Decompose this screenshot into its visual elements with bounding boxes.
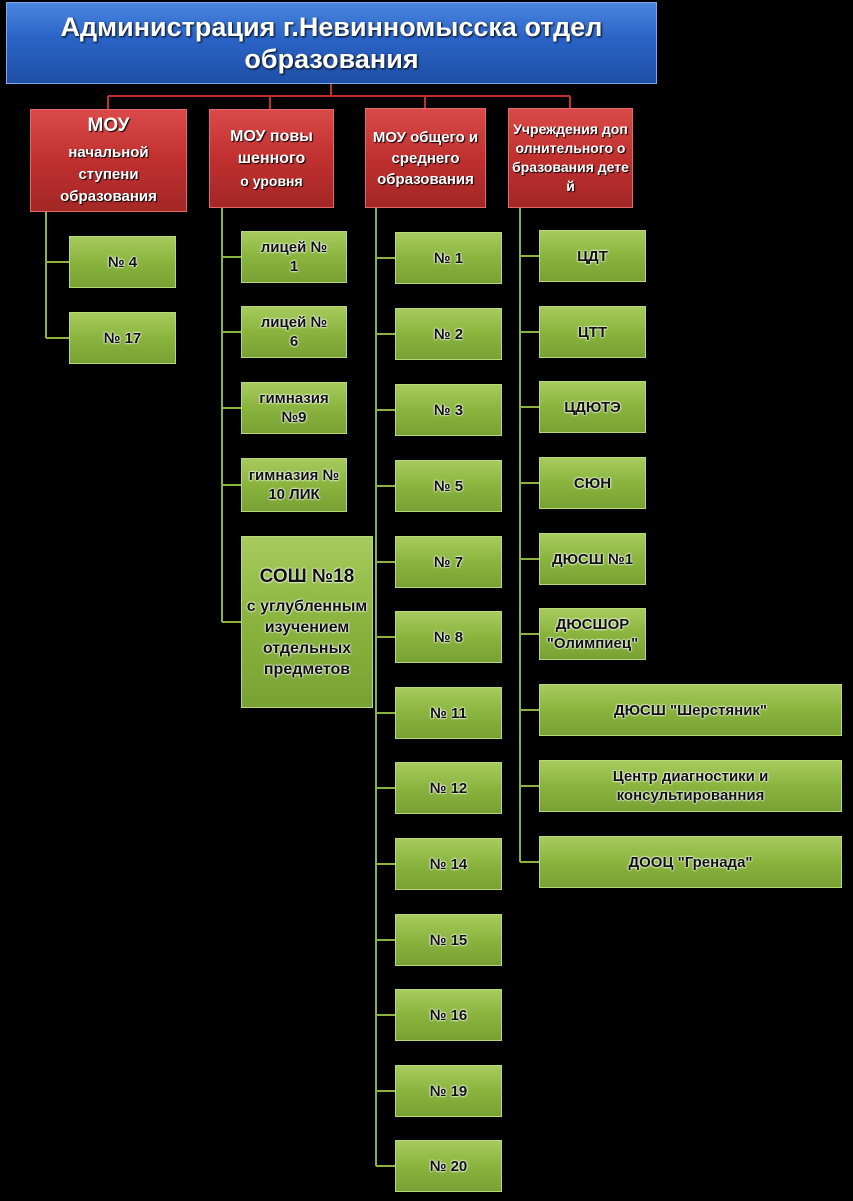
institution-item: ЦДТ — [539, 230, 646, 282]
school-item-label: № 20 — [429, 1157, 468, 1175]
lyceum-item: лицей № 6 — [241, 306, 347, 358]
school-item: № 20 — [395, 1140, 502, 1192]
school-item-label: № 19 — [429, 1082, 468, 1100]
school-item-label: № 11 — [430, 704, 467, 722]
institution-item: Центр диагностики и консультированния — [539, 760, 842, 812]
category-general-schools: МОУ общего и среднего образования — [365, 108, 486, 208]
school-item-label: № 15 — [429, 931, 468, 949]
gymnasium-item: гимназия №9 — [241, 382, 347, 434]
school-item: № 11 — [395, 687, 502, 739]
school-item-label: № 8 — [433, 628, 464, 646]
institution-item: ДЮСШ №1 — [539, 533, 646, 585]
institution-item-label: Центр диагностики и консультированния — [612, 768, 769, 804]
school-item-label: № 12 — [429, 779, 468, 797]
school-item: № 17 — [69, 312, 176, 364]
school-item: № 1 — [395, 232, 502, 284]
school-item-label: № 16 — [429, 1006, 468, 1024]
school-item-label: № 5 — [433, 477, 464, 495]
institution-item-label: ДЮСШ №1 — [551, 550, 634, 568]
institution-item: ЦДЮТЭ — [539, 381, 646, 433]
school-item-label: № 7 — [433, 553, 464, 571]
institution-item: ДЮСШОР "Олимпиец" — [539, 608, 646, 660]
institution-item: ДООЦ "Гренада" — [539, 836, 842, 888]
school-18-description: с углубленным изучением отдельных предме… — [246, 598, 368, 678]
school-item-label: № 1 — [433, 249, 464, 267]
school-item: № 16 — [395, 989, 502, 1041]
institution-item-label: ДООЦ "Гренада" — [628, 853, 753, 871]
institution-item-label: ЦДЮТЭ — [564, 398, 621, 416]
lyceum-item-label: лицей № 6 — [260, 314, 328, 350]
school-item: № 14 — [395, 838, 502, 890]
category-general-schools-label: МОУ общего и среднего образования — [372, 128, 479, 188]
school-item: № 19 — [395, 1065, 502, 1117]
institution-item-label: ЦДТ — [577, 247, 608, 265]
category-additional-education: Учреждения дополнительного образования д… — [508, 108, 633, 208]
category-advanced-schools-head: МОУ повышенного — [230, 127, 313, 167]
category-advanced-schools-tail: о уровня — [240, 172, 303, 189]
school-item: № 7 — [395, 536, 502, 588]
school-item-label: № 17 — [103, 329, 142, 347]
school-item: № 5 — [395, 460, 502, 512]
school-item-label: № 2 — [433, 325, 464, 343]
school-item: № 12 — [395, 762, 502, 814]
category-primary-schools-body: начальной ступени образования — [60, 143, 157, 205]
gymnasium-item: гимназия № 10 ЛИК — [241, 458, 347, 512]
institution-item-label: ДЮСШ "Шерстяник" — [613, 701, 768, 719]
gymnasium-item-label: гимназия №9 — [259, 390, 329, 426]
institution-item: ДЮСШ "Шерстяник" — [539, 684, 842, 736]
category-primary-schools: МОУ начальной ступени образования — [30, 109, 187, 212]
page-title: Администрация г.Невинномысска отдел обра… — [6, 2, 657, 84]
school-18-item: СОШ №18 с углубленным изучением отдельны… — [241, 536, 373, 708]
school-item: № 4 — [69, 236, 176, 288]
school-18-title: СОШ №18 — [259, 566, 355, 587]
institution-item: СЮН — [539, 457, 646, 509]
school-item-label: № 4 — [107, 253, 138, 271]
institution-item-label: ДЮСШОР "Олимпиец" — [546, 616, 639, 652]
institution-item: ЦТТ — [539, 306, 646, 358]
institution-item-label: ЦТТ — [577, 323, 608, 341]
school-item: № 3 — [395, 384, 502, 436]
school-item-label: № 14 — [429, 855, 468, 873]
school-item: № 8 — [395, 611, 502, 663]
school-item: № 2 — [395, 308, 502, 360]
school-item-label: № 3 — [433, 401, 464, 419]
lyceum-item-label: лицей № 1 — [260, 239, 328, 275]
title-text: Администрация г.Невинномысска отдел обра… — [60, 12, 603, 74]
category-additional-education-label: Учреждения дополнительного образования д… — [512, 121, 629, 194]
lyceum-item: лицей № 1 — [241, 231, 347, 283]
institution-item-label: СЮН — [573, 474, 612, 492]
category-advanced-schools: МОУ повышенного о уровня — [209, 109, 334, 208]
school-item: № 15 — [395, 914, 502, 966]
category-primary-schools-head: МОУ — [87, 114, 130, 136]
gymnasium-item-label: гимназия № 10 ЛИК — [248, 467, 340, 503]
